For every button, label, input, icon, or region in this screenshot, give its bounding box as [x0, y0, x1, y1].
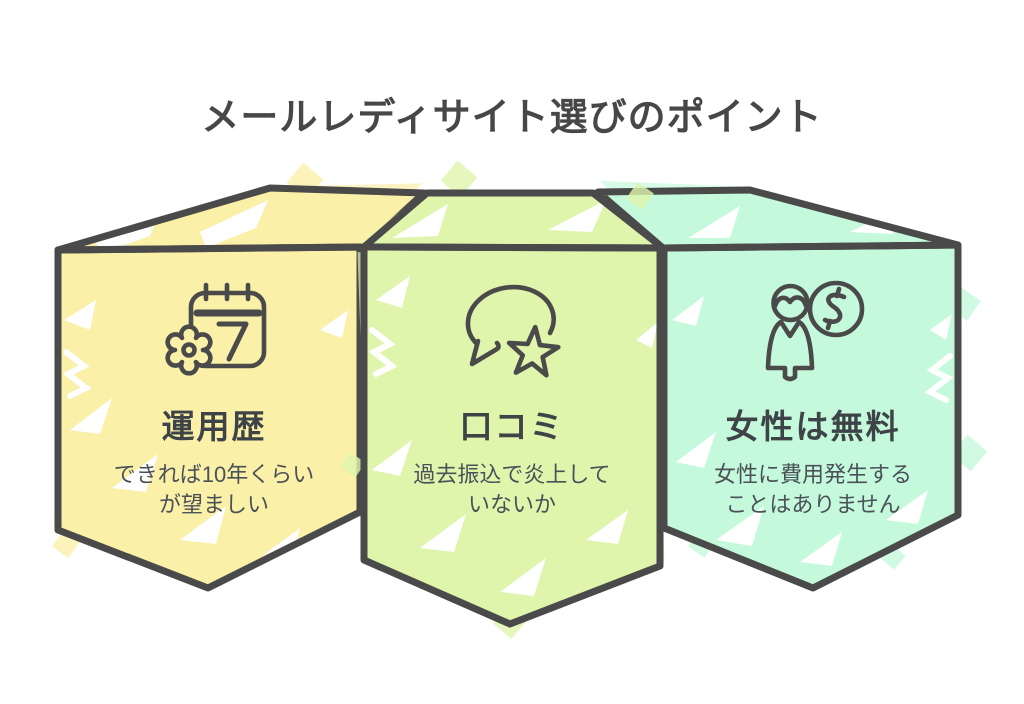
banner-heading: 女性は無料 [725, 408, 901, 445]
speech-bubble-star-icon [372, 278, 652, 390]
banner-heading: 運用歴 [161, 408, 267, 445]
banner-operation-history: 運用歴 できれば10年くらい が望ましい [74, 278, 354, 520]
banner-description: できれば10年くらい が望ましい [113, 462, 315, 517]
banner-shape-teal [597, 178, 988, 593]
banner-description: 女性に費用発生する ことはありません [713, 462, 912, 517]
woman-dollar-coin-icon [673, 278, 953, 390]
banner-heading: 口コミ [459, 408, 565, 445]
banner-free-for-women: 女性は無料 女性に費用発生する ことはありません [673, 278, 953, 520]
page-title: メールレディサイト選びのポイント [201, 97, 823, 139]
banner-shape-green [340, 160, 667, 639]
banner-reviews: 口コミ 過去振込で炎上して いないか [372, 278, 652, 520]
calendar-gear-icon [74, 278, 354, 390]
banner-shape-yellow [52, 162, 425, 594]
banner-description: 過去振込で炎上して いないか [413, 462, 611, 517]
